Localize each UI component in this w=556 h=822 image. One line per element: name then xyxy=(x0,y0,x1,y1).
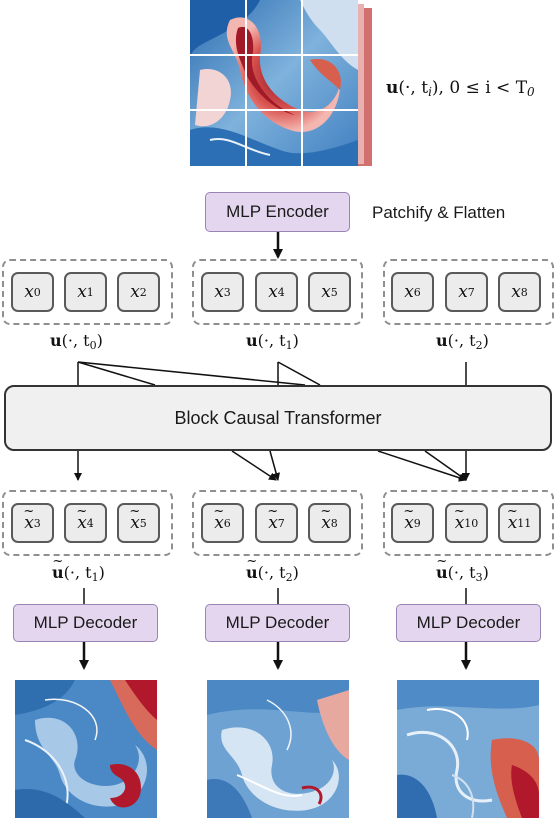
output-token-x10: x10 xyxy=(445,503,488,543)
output-field-image-2 xyxy=(397,680,539,818)
mlp-decoder-box-1: MLP Decoder xyxy=(205,604,350,642)
input-group-1 xyxy=(192,259,363,325)
output-token-x3: x3 xyxy=(11,503,54,543)
output-label-t3: u(·, t3) xyxy=(436,563,489,584)
input-label-t0: u(·, t0) xyxy=(50,331,103,352)
out-arrow-2a xyxy=(377,450,467,482)
patchify-flatten-label: Patchify & Flatten xyxy=(372,203,506,222)
output-field-image-0 xyxy=(15,680,157,818)
mlp-encoder-box: MLP Encoder xyxy=(205,192,350,232)
out-arrow-1a xyxy=(231,450,277,481)
fan-in-0b xyxy=(77,361,306,386)
fan-in-1a xyxy=(277,361,321,386)
input-field-label: u(·, ti), 0 ≤ i < T0 xyxy=(386,78,535,99)
input-label-t1: u(·, t1) xyxy=(246,331,299,352)
output-label-t1: u(·, t1) xyxy=(52,563,105,584)
output-token-x4: x4 xyxy=(64,503,107,543)
input-group-0 xyxy=(2,259,173,325)
mlp-decoder-box-2: MLP Decoder xyxy=(396,604,541,642)
output-token-x5: x5 xyxy=(117,503,160,543)
output-group-2 xyxy=(383,490,554,556)
input-field-image xyxy=(190,0,358,166)
mlp-decoder-label-0: MLP Decoder xyxy=(33,613,138,632)
input-group-2 xyxy=(383,259,554,325)
output-token-x11: x11 xyxy=(498,503,541,543)
output-token-x6: x6 xyxy=(201,503,244,543)
output-field-image-1 xyxy=(207,680,349,818)
out-arrow-1b xyxy=(269,450,280,481)
input-label-t2: u(·, t2) xyxy=(436,331,489,352)
output-label-t2: u(·, t2) xyxy=(246,563,299,584)
output-token-x9: x9 xyxy=(391,503,434,543)
fan-in-0a xyxy=(77,361,156,386)
block-causal-transformer: Block Causal Transformer xyxy=(4,385,552,451)
transformer-label: Block Causal Transformer xyxy=(174,407,382,428)
output-group-0 xyxy=(2,490,173,556)
output-token-x8: x8 xyxy=(308,503,351,543)
mlp-encoder-label: MLP Encoder xyxy=(226,202,329,221)
mlp-decoder-label-1: MLP Decoder xyxy=(225,613,330,632)
output-token-x7: x7 xyxy=(255,503,298,543)
mlp-decoder-label-2: MLP Decoder xyxy=(416,613,521,632)
out-arrow-2b xyxy=(424,450,467,481)
output-group-1 xyxy=(192,490,363,556)
mlp-decoder-box-0: MLP Decoder xyxy=(13,604,158,642)
